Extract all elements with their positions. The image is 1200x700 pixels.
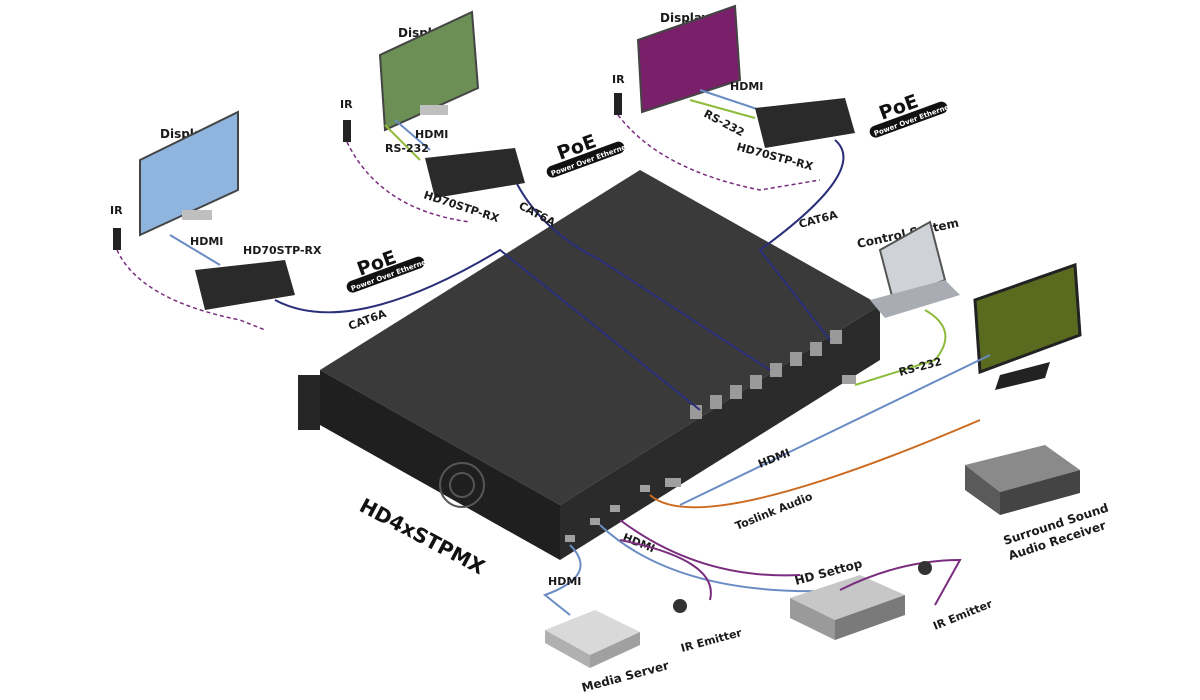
display-3-ir-label: IR [612,73,625,86]
matrix-switcher: HD4xSTPMX [298,170,880,580]
audio-receiver-top [965,445,1080,492]
control-rs232-label: RS-232 [897,355,943,379]
display-2-rs232-cable [384,124,421,161]
display-3-rs232-label: RS-232 [702,107,747,139]
media-hdmi-cable [542,544,582,616]
hdmi-out-port [665,478,681,487]
display-1-stand [182,210,212,220]
display-3-poe-badge [869,101,948,138]
media-server-group: HDMI Media Server IR Emitter [542,539,744,695]
display-3-receiver-box [755,98,855,148]
display-1-ir-cable [116,249,266,331]
display-2-hdmi-label: HDMI [415,128,448,141]
rj45-port [810,342,822,356]
display-1-hdmi-label: HDMI [190,235,223,248]
settop-front [835,595,905,640]
rj45-port [830,330,842,344]
display-2-rs232-label: RS-232 [385,142,429,155]
cat6a-cable-display1 [274,248,701,411]
display-2-ir-receiver-icon [343,120,351,142]
hdmi-port [590,518,600,525]
hdmi-port [565,535,575,542]
toslink-cable [649,419,981,509]
settop-ir-emitter-cable [839,558,962,606]
fan-grille-1 [439,462,485,508]
display-3-hdmi-label: HDMI [730,80,763,93]
local-hdmi-label: HDMI [756,446,792,471]
cat6a-cables [274,139,845,411]
rj45-port [710,395,722,409]
rj45-port [750,375,762,389]
rj45-port [770,363,782,377]
device-top [320,170,880,505]
display-1-ir-label: IR [110,204,123,217]
local-display-screen [973,262,1082,375]
local-display-stand [995,362,1050,390]
display-2-ir-label: IR [340,98,353,111]
rj45-port [730,385,742,399]
rj45-port [790,352,802,366]
cat6a-cable-display2 [514,179,771,371]
rs232-control-cable [854,309,947,386]
display-2-ir-cable [346,141,471,223]
device-front [320,370,560,560]
hdmi-port [610,505,620,512]
ir-emitter-right-label: IR Emitter [931,597,994,633]
display-2-receiver-box [425,148,525,198]
display-2-cat6a-label: CAT6A [517,199,558,229]
display-2-stand [420,105,448,115]
media-hdmi-label: HDMI [548,575,581,588]
audio-receiver-front [1000,470,1080,515]
media-server-top [545,610,640,655]
settop-hdmi-label: HDMI [621,531,657,556]
display-1-receiver-box [195,260,295,310]
display-3-screen [636,4,742,114]
cat6a-cable-display3 [758,139,845,341]
vent-grille [439,462,485,508]
media-ir-emitter-cable [619,539,712,601]
rack-ear [298,375,320,430]
display-3-ir-cable [617,114,821,191]
rj45-port-group [690,330,842,419]
display-1-group: Display HDMI IR HD70STP-RX PoE Power Ove… [110,110,431,333]
ir-emitter-left-label: IR Emitter [679,626,743,655]
media-server-side [545,630,590,668]
display-2-receiver-label: HD70STP-RX [422,188,501,225]
display-3-ir-receiver-icon [614,93,622,115]
fan-grille-2 [449,472,475,498]
toslink-label: Toslink Audio [733,490,815,533]
settop-hdmi-cable [599,524,851,593]
settop-ir-cable [619,519,801,577]
display-1-receiver-label: HD70STP-RX [243,244,322,257]
rs232-port [842,375,856,384]
settop-top [790,575,905,620]
display-3-cat6a-label: CAT6A [797,208,839,231]
rear-io-ports [565,375,856,542]
local-hdmi-cable [679,354,991,506]
laptop-base-icon [870,280,960,318]
hd-settop-group: HDMI HD Settop IR Emitter [599,519,995,640]
display-1-screen [139,110,239,237]
hdmi-port [640,485,650,492]
display-2-screen [378,10,480,132]
display-3-rs232-cable [689,99,756,119]
display-1-poe-badge [346,256,425,293]
display-3-group: Display HDMI RS-232 IR HD70STP-RX PoE Po… [612,4,954,231]
display-2-group: Display HDMI RS-232 IR HD70STP-RX PoE Po… [340,10,631,229]
ir-emitter-left-icon [673,599,687,613]
ir-emitter-right-icon [918,561,932,575]
device-rear [560,305,880,560]
display-3-hdmi-cable [699,89,761,111]
settop-side [790,598,835,640]
media-server-front [590,632,640,668]
display-1-hdmi-cable [169,234,221,266]
audio-receiver-side [965,465,1000,515]
display-1-ir-receiver-icon [113,228,121,250]
display-2-poe-badge [546,141,625,178]
display-2-hdmi-cable [394,119,431,151]
